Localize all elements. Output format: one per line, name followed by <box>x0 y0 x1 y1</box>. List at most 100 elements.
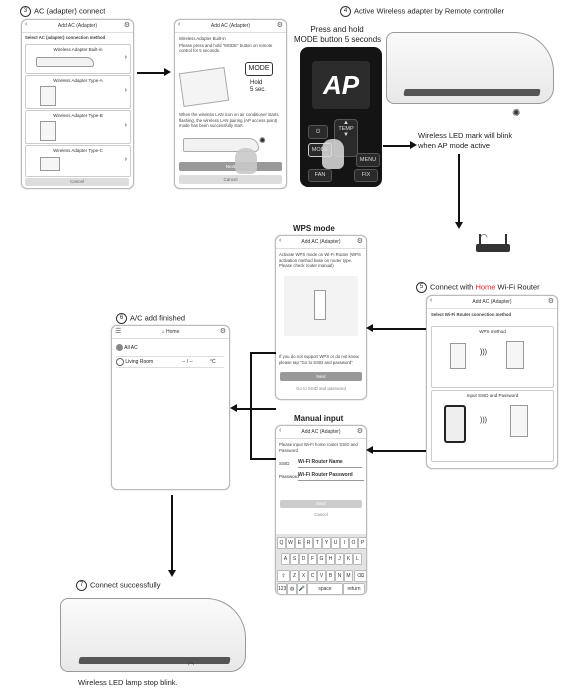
step4-number: 4 <box>340 6 351 17</box>
arrow <box>383 145 411 147</box>
key[interactable]: G <box>317 553 326 565</box>
power-button[interactable]: ⏻ <box>308 125 328 139</box>
fix-button[interactable]: FIX <box>354 169 378 182</box>
password-input[interactable]: Wi-Fi Router Password <box>298 472 364 481</box>
card-type-b[interactable]: Wireless Adapter Type-B › <box>25 110 131 144</box>
step4-text: Active Wireless adapter by Remote contro… <box>354 6 505 16</box>
card-title: Wireless Adapter Type-C <box>53 148 103 153</box>
gear-icon[interactable]: ⚙ <box>219 328 226 335</box>
key[interactable]: Q <box>277 537 286 549</box>
key[interactable]: A <box>281 553 290 565</box>
go-to-ssid-link[interactable]: Go to SSID and password <box>296 386 346 391</box>
finger-press-icon <box>322 139 344 169</box>
note: If you do not support WPS or do not know… <box>279 354 360 365</box>
key[interactable]: B <box>326 570 335 582</box>
key[interactable]: H <box>326 553 335 565</box>
back-icon[interactable]: ‹ <box>178 21 181 28</box>
arrow-head-right-icon <box>164 68 171 76</box>
phone-select-method: ‹Add AC (Adapter)⚙ Select AC (adapter) c… <box>21 19 134 189</box>
gear-icon[interactable]: ⚙ <box>356 238 363 245</box>
card-title: Wireless Adapter Built-in <box>53 47 103 52</box>
card-type-c[interactable]: Wireless Adapter Type-C › <box>25 145 131 177</box>
key[interactable]: W <box>286 537 295 549</box>
step7-number: 7 <box>76 580 87 591</box>
key[interactable]: V <box>317 570 326 582</box>
space-key[interactable]: space <box>307 583 343 594</box>
cancel-button[interactable]: Cancel <box>25 178 129 186</box>
shift-key[interactable]: ⇧ <box>277 570 290 582</box>
fan-button[interactable]: FAN <box>308 169 332 182</box>
temperature-unit: °C <box>210 359 216 365</box>
room-name: Living Room <box>125 359 154 365</box>
cancel-button[interactable]: Cancel <box>179 175 282 184</box>
note: When the wireless LAN icon on air condit… <box>179 112 279 129</box>
key[interactable]: X <box>299 570 308 582</box>
menu-button[interactable]: MENU <box>356 153 380 167</box>
next-button[interactable]: Next <box>179 162 282 171</box>
back-icon[interactable]: ‹ <box>430 297 433 304</box>
key[interactable]: Z <box>290 570 299 582</box>
remote-illustration-icon <box>178 66 230 108</box>
numbers-key[interactable]: 123 <box>277 583 287 594</box>
key[interactable]: L <box>353 553 362 565</box>
next-button[interactable]: Next <box>280 372 362 381</box>
key[interactable]: M <box>344 570 353 582</box>
next-button[interactable]: Next <box>280 500 362 508</box>
key[interactable]: Y <box>322 537 331 549</box>
chevron-right-icon: › <box>124 156 127 163</box>
instruction: Please input Wi-Fi home router SSID and … <box>279 442 358 453</box>
key[interactable]: J <box>335 553 344 565</box>
key[interactable]: I <box>340 537 349 549</box>
card-wps-method[interactable]: WPS method ))) <box>431 326 554 388</box>
key[interactable]: N <box>335 570 344 582</box>
globe-icon[interactable]: ◍ <box>287 583 297 594</box>
step3-text: AC (adapter) connect <box>34 6 106 16</box>
phone-wps-mode: ‹Add AC (Adapter)⚙ Activate WPS mode on … <box>275 235 367 400</box>
mic-icon[interactable]: 🎤 <box>297 583 307 594</box>
card-type-a[interactable]: Wireless Adapter Type-A › <box>25 75 131 109</box>
ac-list-item[interactable]: Living Room -- / -- °C <box>116 356 224 368</box>
backspace-key[interactable]: ⌫ <box>354 570 366 582</box>
key[interactable]: P <box>358 537 366 549</box>
card-title: WPS method <box>479 329 506 334</box>
menu-icon[interactable]: ☰ <box>115 328 122 335</box>
back-icon[interactable]: ‹ <box>279 237 282 244</box>
ac-unit-blinking <box>386 32 554 104</box>
key[interactable]: U <box>331 537 340 549</box>
key[interactable]: C <box>308 570 317 582</box>
router-thumb-icon <box>506 341 524 369</box>
gear-icon[interactable]: ⚙ <box>276 22 283 29</box>
phone-router-method: ‹Add AC (Adapter)⚙ Select Wi-Fi Router c… <box>426 295 558 469</box>
screen-title: Add AC (Adapter) <box>472 299 512 305</box>
card-ssid-password[interactable]: Input SSID and Password ))) <box>431 390 554 462</box>
ssid-input[interactable]: Wi-Fi Router Name <box>298 459 362 468</box>
key[interactable]: D <box>299 553 308 565</box>
card-builtin[interactable]: Wireless Adapter Built-in › <box>25 44 131 74</box>
all-ac-row[interactable]: All AC <box>116 344 138 351</box>
gear-icon[interactable]: ⚙ <box>356 428 363 435</box>
key[interactable]: F <box>308 553 317 565</box>
key[interactable]: K <box>344 553 353 565</box>
key[interactable]: R <box>304 537 313 549</box>
key[interactable]: O <box>349 537 358 549</box>
adapter-thumb-icon <box>40 121 56 141</box>
gear-icon[interactable]: ⚙ <box>547 298 554 305</box>
back-icon[interactable]: ‹ <box>279 427 282 434</box>
key[interactable]: S <box>290 553 299 565</box>
heading: Wireless Adapter Built-in <box>179 36 226 41</box>
return-key[interactable]: return <box>343 583 365 594</box>
step5-number: 5 <box>416 282 427 293</box>
mode-key: MODE <box>245 62 273 76</box>
cancel-button[interactable]: Cancel <box>314 512 328 517</box>
chevron-right-icon: › <box>124 87 127 94</box>
gear-icon[interactable]: ⚙ <box>123 22 130 29</box>
back-icon[interactable]: ‹ <box>25 21 28 28</box>
key[interactable]: T <box>313 537 322 549</box>
password-label: Password <box>279 474 299 479</box>
final-note: Wireless LED lamp stop blink. <box>78 678 178 687</box>
step7-text: Connect successfully <box>90 580 161 590</box>
key[interactable]: E <box>295 537 304 549</box>
arrow <box>236 408 276 410</box>
